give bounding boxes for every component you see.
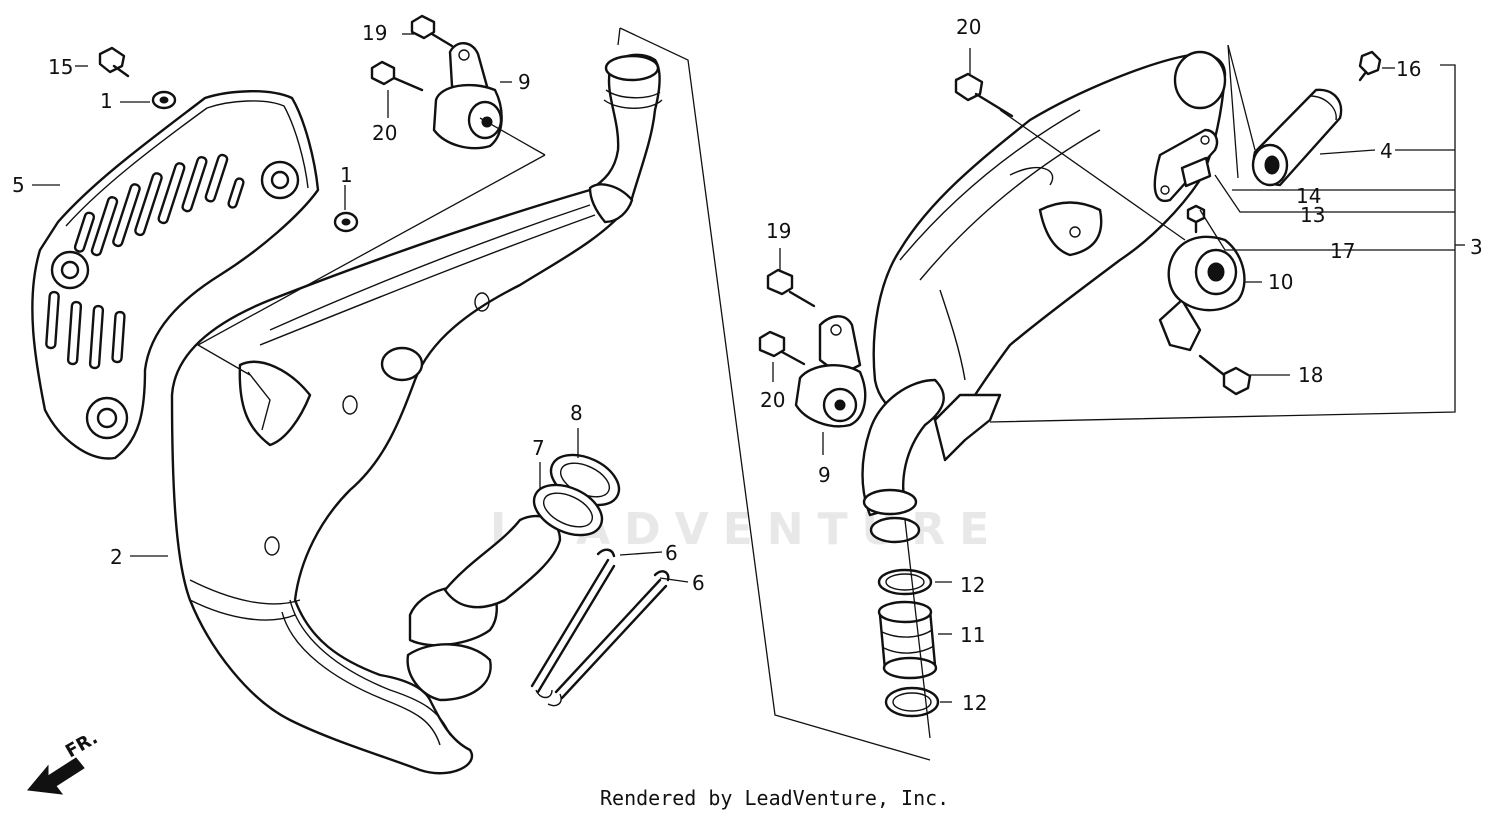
callout-20-right: 20 xyxy=(956,15,981,39)
callout-labels: 15 1 5 1 19 20 9 2 8 7 6 6 20 19 20 9 16… xyxy=(12,15,1483,715)
bolt-part-19-mid xyxy=(766,268,816,308)
exhaust-pipe-part-2 xyxy=(170,53,663,775)
o-ring-part-12-upper xyxy=(877,568,933,596)
springs-part-6 xyxy=(530,548,670,707)
heat-shield-part-5 xyxy=(31,90,320,460)
assembly-leader-lines xyxy=(32,27,1465,761)
bolt-part-15 xyxy=(98,46,130,78)
callout-12-lower: 12 xyxy=(962,691,987,715)
joint-part-11 xyxy=(877,600,938,680)
o-ring-part-12-lower xyxy=(884,686,940,718)
callout-16: 16 xyxy=(1396,57,1421,81)
callout-5: 5 xyxy=(12,173,25,197)
callout-20-upper: 20 xyxy=(372,121,397,145)
callout-3: 3 xyxy=(1470,235,1483,259)
callout-12-upper: 12 xyxy=(960,573,985,597)
footer-credit: Rendered by LeadVenture, Inc. xyxy=(600,786,949,810)
mount-plate-part-13 xyxy=(1153,128,1219,203)
callout-6-lower: 6 xyxy=(692,571,705,595)
muffler-part-3 xyxy=(861,50,1227,544)
front-direction-arrow-icon: FR. xyxy=(27,727,101,795)
silencer-insert-part-4 xyxy=(1251,88,1343,187)
screw-part-17 xyxy=(1186,204,1206,234)
washer-part-1-upper xyxy=(151,90,177,110)
callout-18: 18 xyxy=(1298,363,1323,387)
bolt-part-20-mid xyxy=(758,330,806,366)
callout-7: 7 xyxy=(532,436,545,460)
callout-17: 17 xyxy=(1330,239,1355,263)
callout-4: 4 xyxy=(1380,139,1393,163)
front-direction-label: FR. xyxy=(62,727,101,762)
screw-part-16 xyxy=(1358,50,1382,82)
callout-15: 15 xyxy=(48,55,73,79)
callout-9-lower: 9 xyxy=(818,463,831,487)
gasket-part-7 xyxy=(532,483,604,537)
washer-part-1-lower xyxy=(333,211,359,233)
callout-19-mid: 19 xyxy=(766,219,791,243)
bolt-part-20-right xyxy=(954,72,1014,118)
callout-20-mid: 20 xyxy=(760,388,785,412)
bolt-part-19-upper xyxy=(410,14,454,48)
callout-2: 2 xyxy=(110,545,123,569)
mount-bracket-part-9-lower xyxy=(794,315,867,428)
callout-11: 11 xyxy=(960,623,985,647)
callout-9-upper: 9 xyxy=(518,70,531,94)
callout-6-upper: 6 xyxy=(665,541,678,565)
callout-13: 13 xyxy=(1300,203,1325,227)
callout-19-upper: 19 xyxy=(362,21,387,45)
bolt-part-20-upper xyxy=(370,60,424,92)
callout-10: 10 xyxy=(1268,270,1293,294)
callout-8: 8 xyxy=(570,401,583,425)
callout-1-lower: 1 xyxy=(340,163,353,187)
callout-1-upper: 1 xyxy=(100,89,113,113)
bolt-part-18 xyxy=(1198,354,1252,396)
mount-bushing-part-10 xyxy=(1167,235,1246,312)
mount-bracket-part-9-upper xyxy=(432,42,503,150)
callout-14: 14 xyxy=(1296,184,1321,208)
